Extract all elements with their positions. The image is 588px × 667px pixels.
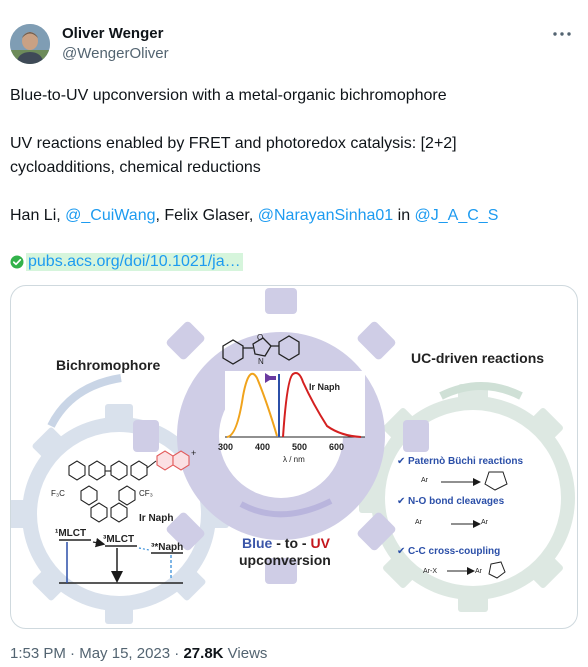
cf3-label: CF₃	[139, 489, 153, 498]
tweet-line-authors: Han Li, @_CuiWang, Felix Glaser, @Naraya…	[10, 204, 570, 228]
svg-text:✔: ✔	[397, 496, 405, 507]
center-cycle-arrow	[239, 498, 333, 518]
svg-text:Ar: Ar	[421, 477, 429, 484]
blue-to-uv-label: Blue - to - UV	[242, 535, 331, 551]
mention-narayansinha[interactable]: @NarayanSinha01	[257, 207, 394, 224]
emission-curve	[282, 372, 362, 438]
reaction-cc-coupling: C-C cross-coupling	[408, 546, 500, 557]
mention-cuiwang[interactable]: @_CuiWang	[65, 207, 156, 224]
svg-text:Ar: Ar	[475, 568, 483, 575]
author-handle[interactable]: @WengerOliver	[62, 45, 169, 62]
tick-500: 500	[292, 442, 307, 452]
tweet-time[interactable]: 1:53 PM	[10, 645, 66, 662]
tweet-date[interactable]: May 15, 2023	[79, 645, 171, 662]
reaction-no-cleavage: N-O bond cleavages	[408, 496, 505, 507]
tweet-line-reactions-1: UV reactions enabled by FRET and photore…	[10, 135, 457, 152]
author-name[interactable]: Oliver Wenger	[62, 25, 164, 42]
avatar-photo	[10, 24, 50, 64]
article-link[interactable]: pubs.acs.org/doi/10.1021/ja…	[26, 253, 243, 271]
more-icon	[553, 32, 571, 36]
ir-naph-complex-label: Ir Naph	[139, 513, 173, 524]
toc-figure: Bichromophore UC-driven reactions O N Ir…	[11, 288, 575, 624]
authors-in: in	[393, 207, 415, 224]
article-link-row: pubs.acs.org/doi/10.1021/ja…	[10, 250, 243, 274]
svg-text:✔: ✔	[397, 546, 405, 557]
absorption-curve	[226, 372, 278, 438]
state-1mlct: ¹MLCT	[55, 528, 86, 539]
state-3naph: ³*Naph	[151, 542, 183, 553]
views-count: 27.8K	[183, 645, 224, 662]
tick-400: 400	[255, 442, 270, 452]
tweet-line-reactions-cont: cycloadditions, chemical reductions	[10, 159, 261, 176]
oxazole-molecule	[222, 335, 300, 365]
energy-diagram: ¹MLCT ³MLCT ³*Naph	[55, 528, 183, 584]
state-3mlct: ³MLCT	[103, 534, 134, 545]
tweet-line-headline: Blue-to-UV upconversion with a metal-org…	[10, 87, 447, 104]
reactions-list: ✔ Paternò Büchi reactions Ar ✔ N-O bond …	[397, 456, 523, 579]
tick-600: 600	[329, 442, 344, 452]
svg-text:O: O	[257, 333, 263, 342]
left-cycle-arrow	[47, 374, 122, 428]
authors-prefix: Han Li,	[10, 207, 66, 224]
tweet-line-reactions: UV reactions enabled by FRET and photore…	[10, 132, 570, 156]
iridium-complex-structure	[68, 460, 157, 523]
naphthalene-unit	[156, 450, 190, 471]
wavelength-axis-label: λ / nm	[283, 455, 305, 464]
right-cycle-arrow	[439, 382, 523, 400]
reaction-paterno-buchi: Paternò Büchi reactions	[408, 456, 523, 467]
tweet-timestamp: 1:53 PM · May 15, 2023 · 27.8K Views	[10, 645, 268, 662]
verified-check-icon	[10, 255, 24, 269]
upconversion-label: upconversion	[239, 552, 331, 568]
svg-text:Ar-X: Ar-X	[423, 568, 437, 575]
svg-text:N: N	[258, 357, 264, 366]
tick-300: 300	[218, 442, 233, 452]
authors-mid: , Felix Glaser,	[155, 207, 258, 224]
svg-text:✔: ✔	[397, 456, 405, 467]
svg-text:Ar: Ar	[415, 519, 423, 526]
spectra-chart: Ir Naph 300 400 500 600 λ / nm	[218, 371, 365, 464]
mention-jacs[interactable]: @J_A_C_S	[414, 207, 499, 224]
tweet-media-image[interactable]: Bichromophore UC-driven reactions O N Ir…	[10, 285, 578, 629]
author-avatar[interactable]	[10, 24, 50, 64]
more-options-button[interactable]	[550, 24, 574, 44]
views-label: Views	[223, 645, 268, 662]
bichromophore-title: Bichromophore	[56, 357, 160, 373]
tweet-text: Blue-to-UV upconversion with a metal-org…	[10, 84, 570, 252]
ir-naph-spectrum-label: Ir Naph	[309, 382, 340, 392]
uc-reactions-title: UC-driven reactions	[411, 350, 544, 366]
f3c-label: F₃C	[51, 489, 65, 498]
svg-text:+: +	[191, 448, 196, 458]
svg-text:Ar: Ar	[481, 519, 489, 526]
